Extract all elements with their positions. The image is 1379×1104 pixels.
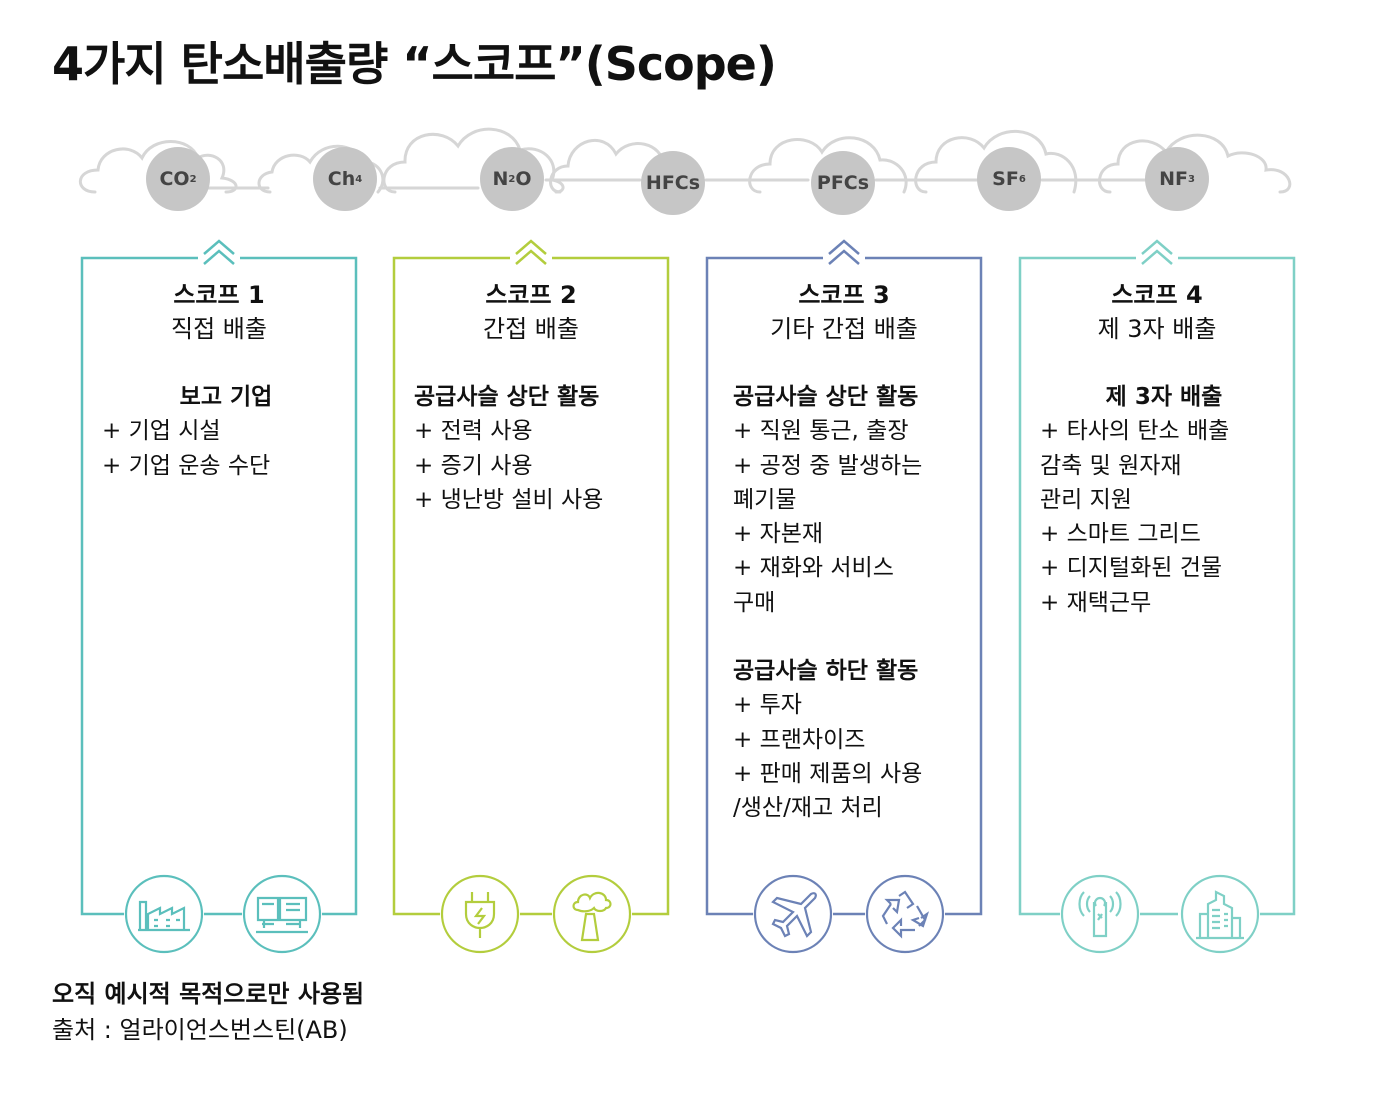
footnote-disclaimer: 오직 예시적 목적으로만 사용됨 [52, 980, 365, 1008]
scope-title: 스코프 3 [798, 281, 890, 309]
scope-4-panel: 스코프 4 제 3자 배출 제 3자 배출 + 타사의 탄소 배출 감축 및 원… [1018, 239, 1296, 954]
section-heading: 공급사슬 상단 활동 [733, 384, 919, 410]
factory-icon [124, 874, 204, 954]
antenna-icon [1060, 874, 1140, 954]
list-item: 폐기물 [733, 486, 797, 513]
section-heading: 제 3자 배출 [1105, 384, 1223, 410]
building-icon [1180, 874, 1260, 954]
scope-content: 공급사슬 상단 활동 + 전력 사용 + 증기 사용 + 냉난방 설비 사용 [414, 380, 662, 517]
list-item: + 재화와 서비스 [733, 555, 894, 582]
section-heading: 보고 기업 [179, 384, 273, 410]
scope-subtitle: 직접 배출 [171, 315, 267, 343]
panel-frame [392, 239, 670, 916]
list-item: + 기업 운송 수단 [102, 452, 271, 479]
footnote: 오직 예시적 목적으로만 사용됨 출처 : 얼라이언스번스틴(AB) [52, 976, 364, 1048]
list-item: 구매 [733, 589, 776, 616]
cloud-1 [78, 140, 238, 194]
cloud-6 [914, 130, 1078, 194]
scope-content: 보고 기업 + 기업 시설 + 기업 운송 수단 [102, 380, 350, 483]
chevron-up-icon [203, 239, 235, 255]
cloud-7 [1098, 133, 1292, 194]
chevron-up-icon [828, 239, 860, 255]
list-item: + 기업 시설 [102, 418, 221, 445]
panel-frame [80, 239, 358, 916]
airplane-icon [753, 874, 833, 954]
recycle-icon [865, 874, 945, 954]
list-item: + 전력 사용 [414, 418, 533, 445]
scope-1-panel: 스코프 1 직접 배출 보고 기업 + 기업 시설 + 기업 운송 수단 [80, 239, 358, 954]
list-item: /생산/재고 처리 [733, 795, 883, 822]
scope-content: 공급사슬 상단 활동 + 직원 통근, 출장 + 공정 중 발생하는 폐기물 +… [733, 380, 981, 826]
list-item: + 판매 제품의 사용 [733, 760, 923, 787]
section-heading: 공급사슬 상단 활동 [414, 384, 600, 410]
list-item: + 프랜차이즈 [733, 726, 866, 753]
panel-frame [705, 239, 983, 916]
list-item: + 타사의 탄소 배출 [1040, 418, 1230, 445]
list-item: + 공정 중 발생하는 [733, 452, 923, 479]
truck-icon [242, 874, 322, 954]
list-item: + 투자 [733, 692, 802, 719]
section-heading: 공급사슬 하단 활동 [733, 658, 919, 685]
list-item: + 증기 사용 [414, 452, 533, 479]
list-item: + 직원 통근, 출장 [733, 418, 909, 445]
panel-frame [1018, 239, 1296, 916]
gas-hfcs: HFCs [641, 151, 705, 215]
gas-pfcs: PFCs [811, 151, 875, 215]
chevron-up-icon [515, 239, 547, 255]
cloud-5 [748, 136, 908, 194]
chevron-up-icon [1141, 239, 1173, 255]
page-title: 4가지 탄소배출량 “스코프”(Scope) [52, 37, 777, 91]
scope-title: 스코프 1 [173, 281, 265, 309]
list-item: 감축 및 원자재 [1040, 452, 1182, 479]
scope-2-panel: 스코프 2 간접 배출 공급사슬 상단 활동 + 전력 사용 + 증기 사용 +… [392, 239, 670, 954]
scope-subtitle: 간접 배출 [483, 315, 579, 343]
smokestack-icon [552, 874, 632, 954]
scope-subtitle: 기타 간접 배출 [770, 315, 918, 343]
scope-content: 제 3자 배출 + 타사의 탄소 배출 감축 및 원자재 관리 지원 + 스마트… [1040, 380, 1288, 620]
footnote-source: 출처 : 얼라이언스번스틴(AB) [52, 1016, 348, 1044]
list-item: + 스마트 그리드 [1040, 521, 1201, 548]
scope-3-panel: 스코프 3 기타 간접 배출 공급사슬 상단 활동 + 직원 통근, 출장 + … [705, 239, 983, 954]
list-item: + 재택근무 [1040, 589, 1152, 616]
scope-title: 스코프 2 [485, 281, 577, 309]
list-item: 관리 지원 [1040, 486, 1132, 513]
list-item: + 냉난방 설비 사용 [414, 486, 604, 513]
scope-subtitle: 제 3자 배출 [1097, 315, 1217, 343]
list-item: + 디지털화된 건물 [1040, 555, 1223, 582]
cloud-band [78, 127, 1292, 194]
list-item: + 자본재 [733, 521, 824, 548]
scope-title: 스코프 4 [1111, 281, 1203, 309]
power-plug-icon [440, 874, 520, 954]
